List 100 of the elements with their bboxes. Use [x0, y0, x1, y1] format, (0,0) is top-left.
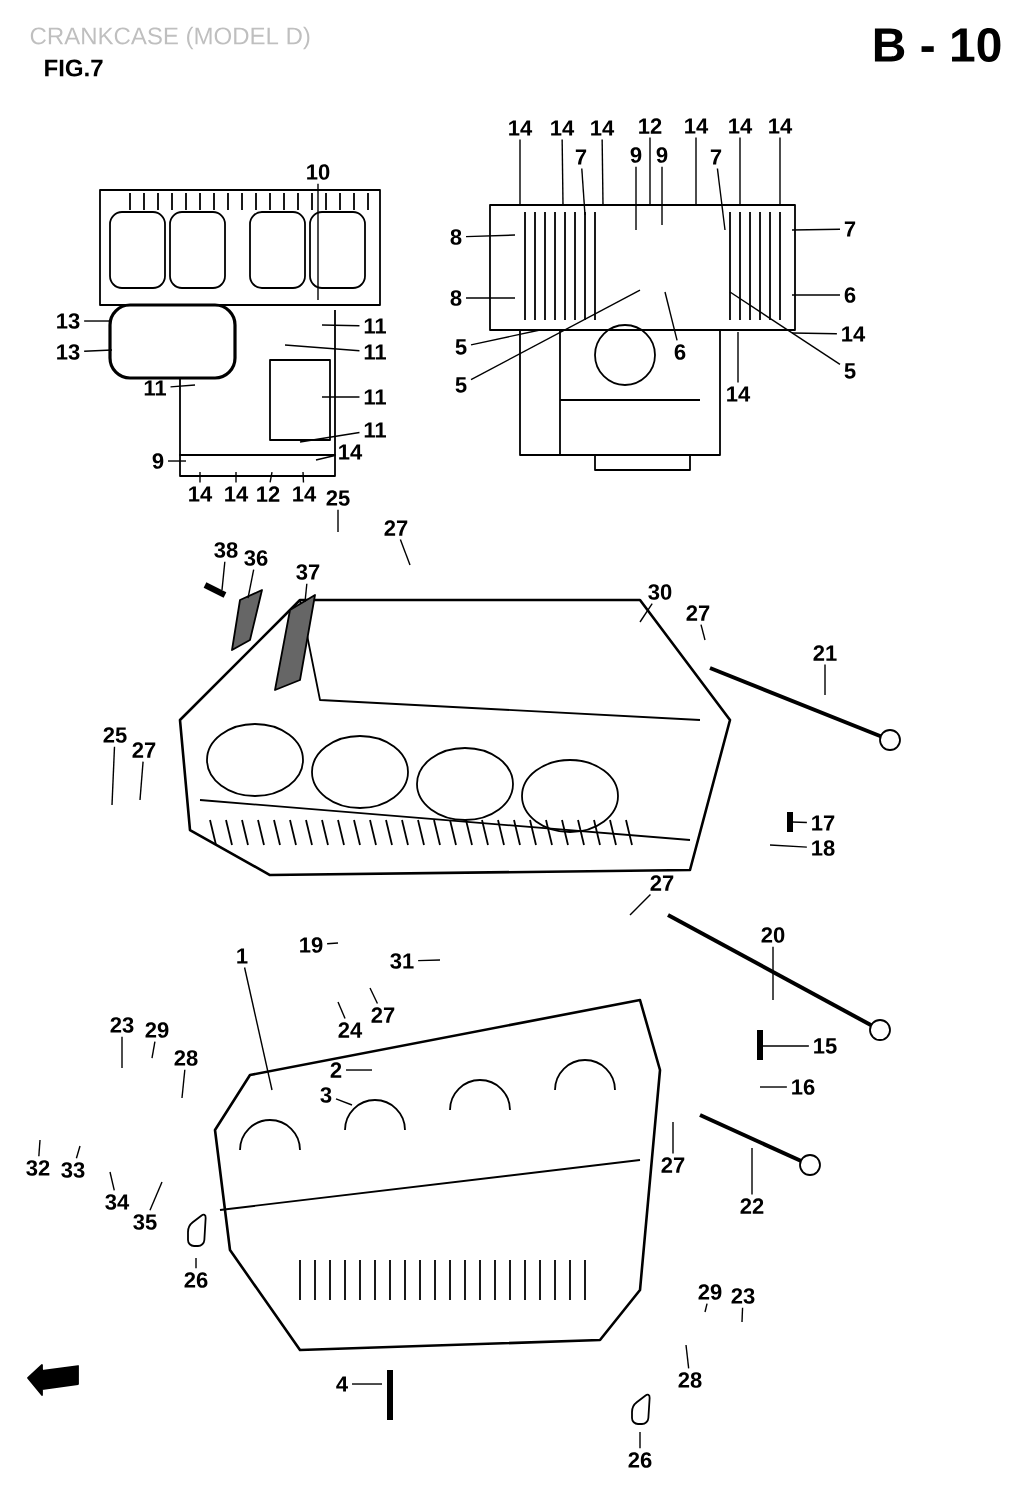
- leader-line: [302, 471, 305, 484]
- leader-line: [779, 136, 781, 206]
- leader-line: [769, 844, 808, 848]
- leader-line: [561, 138, 564, 206]
- callout-number: 36: [244, 550, 268, 566]
- callout-number: 31: [390, 953, 414, 969]
- leader-line: [83, 349, 113, 352]
- leader-line: [672, 1121, 674, 1155]
- leader-line: [337, 1001, 346, 1020]
- leader-line: [38, 1139, 41, 1157]
- callout-number: 1: [237, 948, 248, 964]
- figure-number: FIG.7: [45, 59, 103, 77]
- leader-line: [772, 946, 774, 1001]
- callout-number: 11: [364, 318, 386, 334]
- leader-line: [243, 966, 273, 1091]
- leader-line: [465, 297, 516, 299]
- callout-number: 29: [698, 1284, 722, 1300]
- leader-line: [151, 1041, 156, 1059]
- callout-number: 7: [844, 221, 856, 237]
- callout-number: 10: [307, 164, 330, 180]
- leader-line: [649, 136, 651, 206]
- callout-number: 13: [57, 344, 80, 360]
- leader-line: [704, 1303, 708, 1313]
- callout-number: 27: [371, 1007, 395, 1023]
- leader-line: [470, 289, 641, 381]
- leader-line: [791, 821, 808, 824]
- leader-line: [635, 166, 637, 231]
- callout-number: 21: [813, 645, 837, 661]
- callout-number: 14: [339, 444, 363, 460]
- callout-number: 28: [174, 1050, 198, 1066]
- callout-number: 34: [105, 1194, 130, 1210]
- leader-line: [751, 1147, 753, 1196]
- callout-number: 14: [189, 486, 213, 502]
- callout-number: 24: [338, 1022, 363, 1038]
- leader-line: [284, 344, 361, 352]
- leader-line: [139, 760, 144, 801]
- leader-line: [737, 331, 739, 384]
- callout-number: 14: [225, 486, 249, 502]
- leader-line: [121, 1036, 123, 1069]
- callout-number: 5: [455, 377, 467, 393]
- callout-number: 26: [628, 1452, 652, 1468]
- callout-number: 9: [152, 453, 164, 469]
- callout-number: 6: [844, 287, 856, 303]
- leader-line: [269, 471, 273, 484]
- callout-number: 27: [661, 1157, 685, 1173]
- leader-line: [417, 959, 441, 962]
- callout-number: 16: [792, 1079, 815, 1095]
- callout-number: 26: [184, 1272, 208, 1288]
- leader-line: [695, 136, 697, 206]
- title: CRANKCASE (MODEL D): [30, 26, 310, 50]
- callout-number: 14: [842, 326, 866, 342]
- leader-line: [247, 569, 255, 599]
- leader-line: [739, 136, 741, 206]
- leader-line: [221, 561, 226, 591]
- leader-line: [519, 138, 521, 206]
- leader-line: [639, 603, 653, 623]
- callout-number: 14: [729, 118, 753, 134]
- leader-line: [317, 183, 319, 301]
- leader-line: [351, 1383, 383, 1385]
- callout-number: 14: [293, 486, 317, 502]
- callout-number: 6: [674, 344, 686, 360]
- leader-line: [759, 1086, 788, 1088]
- leader-line: [321, 396, 361, 398]
- leader-line: [335, 1098, 353, 1106]
- leader-line: [315, 455, 335, 461]
- leader-line: [369, 987, 379, 1005]
- leader-line: [326, 942, 339, 945]
- leader-line: [661, 166, 663, 226]
- callout-number: 25: [326, 490, 350, 506]
- callout-number: 11: [364, 389, 386, 405]
- leader-line: [399, 538, 411, 566]
- callout-number: 29: [145, 1022, 169, 1038]
- leader-line: [791, 228, 841, 231]
- callout-number: 14: [551, 120, 575, 136]
- callout-number: 3: [320, 1087, 332, 1103]
- callout-number: 14: [509, 120, 533, 136]
- callout-number: 7: [575, 149, 587, 165]
- leader-line: [181, 1069, 186, 1099]
- callout-number: 28: [678, 1372, 702, 1388]
- callout-number: 18: [812, 840, 835, 856]
- leader-line: [685, 1344, 690, 1369]
- callout-number: 23: [110, 1017, 134, 1033]
- callout-number: 20: [761, 927, 785, 943]
- callout-number: 13: [57, 313, 80, 329]
- callout-number: 17: [812, 815, 835, 831]
- leader-line: [465, 234, 516, 238]
- leader-line: [729, 291, 841, 366]
- callout-number: 38: [214, 542, 238, 558]
- leader-line: [601, 138, 604, 206]
- callout-number: 12: [639, 118, 662, 134]
- leader-line: [199, 471, 201, 484]
- leader-line: [299, 431, 361, 443]
- callout-number: 11: [144, 380, 166, 396]
- callout-number: 12: [257, 486, 280, 502]
- callout-number: 32: [26, 1160, 50, 1176]
- leader-line: [235, 471, 237, 484]
- callout-number: 30: [648, 584, 672, 600]
- leader-line: [629, 893, 652, 916]
- callout-number: 7: [710, 149, 722, 165]
- callout-number: 27: [686, 605, 710, 621]
